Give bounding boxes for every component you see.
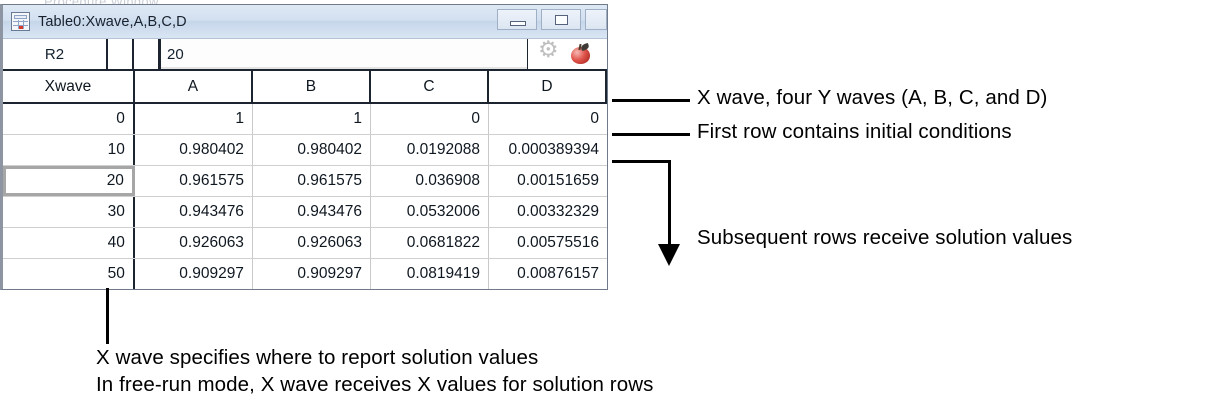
cell-c[interactable]: 0.0681822: [371, 228, 489, 258]
leader-line-waves: [612, 99, 690, 102]
cell-b[interactable]: 0.926063: [253, 228, 371, 258]
cell-d[interactable]: 0: [590, 110, 600, 127]
cell-c[interactable]: 0.0819419: [371, 259, 489, 289]
cell-b[interactable]: 0.909297: [253, 259, 371, 289]
column-header-c[interactable]: C: [371, 71, 489, 102]
cell-xwave[interactable]: 40: [3, 228, 135, 258]
cell-b[interactable]: 0.980402: [253, 135, 371, 165]
cell-d[interactable]: 0.00876157: [517, 265, 600, 282]
minimize-icon: [510, 21, 526, 26]
cell-xwave[interactable]: 0: [3, 104, 135, 134]
cell-a[interactable]: 0.909297: [135, 259, 253, 289]
table-row[interactable]: 20 0.961575 0.961575 0.036908 0.00151659: [3, 166, 607, 197]
annotation-subsequent-rows: Subsequent rows receive solution values: [697, 226, 1073, 249]
cell-b[interactable]: 1: [253, 104, 371, 134]
minimize-button[interactable]: [497, 9, 537, 30]
annotation-waves: X wave, four Y waves (A, B, C, and D): [697, 86, 1048, 109]
column-header-xwave[interactable]: Xwave: [3, 71, 135, 102]
cell-a[interactable]: 1: [135, 104, 253, 134]
column-header-d[interactable]: D: [489, 71, 607, 102]
table-window-icon: [11, 12, 30, 31]
column-header-a[interactable]: A: [135, 71, 253, 102]
table-row[interactable]: 50 0.909297 0.909297 0.0819419 0.0087615…: [3, 259, 607, 289]
window-title: Table0:Xwave,A,B,C,D: [38, 13, 187, 30]
cell-c[interactable]: 0.0192088: [371, 135, 489, 165]
window-titlebar[interactable]: Table0:Xwave,A,B,C,D: [3, 5, 607, 39]
table-row[interactable]: 10 0.980402 0.980402 0.0192088 0.0003893…: [3, 135, 607, 166]
apple-icon[interactable]: [570, 43, 592, 65]
table-grid[interactable]: Xwave A B C D 0 1 1 0 0 10 0.980402 0.98…: [3, 71, 607, 289]
maximize-icon: [555, 15, 568, 25]
maximize-button[interactable]: [541, 9, 581, 30]
cell-a[interactable]: 0.980402: [135, 135, 253, 165]
cell-reference: R2: [3, 39, 108, 69]
cell-d[interactable]: 0.00575516: [517, 234, 600, 251]
cell-xwave[interactable]: 50: [3, 259, 135, 289]
window-controls[interactable]: [497, 9, 607, 30]
table-row[interactable]: 40 0.926063 0.926063 0.0681822 0.0057551…: [3, 228, 607, 259]
cell-c[interactable]: 0.0532006: [371, 197, 489, 227]
table-row[interactable]: 30 0.943476 0.943476 0.0532006 0.0033232…: [3, 197, 607, 228]
cell-d[interactable]: 0.00332329: [517, 203, 600, 220]
table-window[interactable]: Table0:Xwave,A,B,C,D R2 20 Xwave A: [0, 4, 608, 290]
cell-a[interactable]: 0.943476: [135, 197, 253, 227]
annotation-first-row: First row contains initial conditions: [697, 120, 1012, 143]
arrow-elbow-vertical: [668, 160, 671, 247]
close-button[interactable]: [585, 9, 607, 30]
annotation-bottom-line1: X wave specifies where to report solutio…: [96, 346, 539, 369]
cell-xwave-selected[interactable]: 20: [3, 166, 135, 196]
entry-bar-separator-b: [134, 39, 160, 69]
cell-b[interactable]: 0.943476: [253, 197, 371, 227]
cell-d[interactable]: 0.00151659: [517, 172, 599, 189]
cell-b[interactable]: 0.961575: [253, 166, 371, 196]
annotation-bottom-line2: In free-run mode, X wave receives X valu…: [96, 373, 654, 396]
table-row[interactable]: 0 1 1 0 0: [3, 104, 607, 135]
gear-icon[interactable]: [538, 38, 560, 65]
cell-c[interactable]: 0.036908: [371, 166, 489, 196]
cell-value-input[interactable]: 20: [160, 39, 527, 69]
leader-line-first-row: [612, 133, 690, 136]
cell-c[interactable]: 0: [371, 104, 489, 134]
arrow-head-down-icon: [658, 244, 680, 266]
cell-a[interactable]: 0.926063: [135, 228, 253, 258]
cell-d[interactable]: 0.000389394: [508, 141, 600, 158]
table-header-row: Xwave A B C D: [3, 71, 607, 104]
column-header-b[interactable]: B: [253, 71, 371, 102]
entry-bar[interactable]: R2 20: [3, 38, 607, 71]
cell-xwave[interactable]: 10: [3, 135, 135, 165]
entry-bar-separator-a: [108, 39, 134, 69]
entry-bar-tools[interactable]: [527, 38, 607, 69]
arrow-elbow-horizontal: [612, 160, 671, 163]
leader-line-xwave-column: [106, 288, 109, 344]
cell-a[interactable]: 0.961575: [135, 166, 253, 196]
cell-xwave[interactable]: 30: [3, 197, 135, 227]
